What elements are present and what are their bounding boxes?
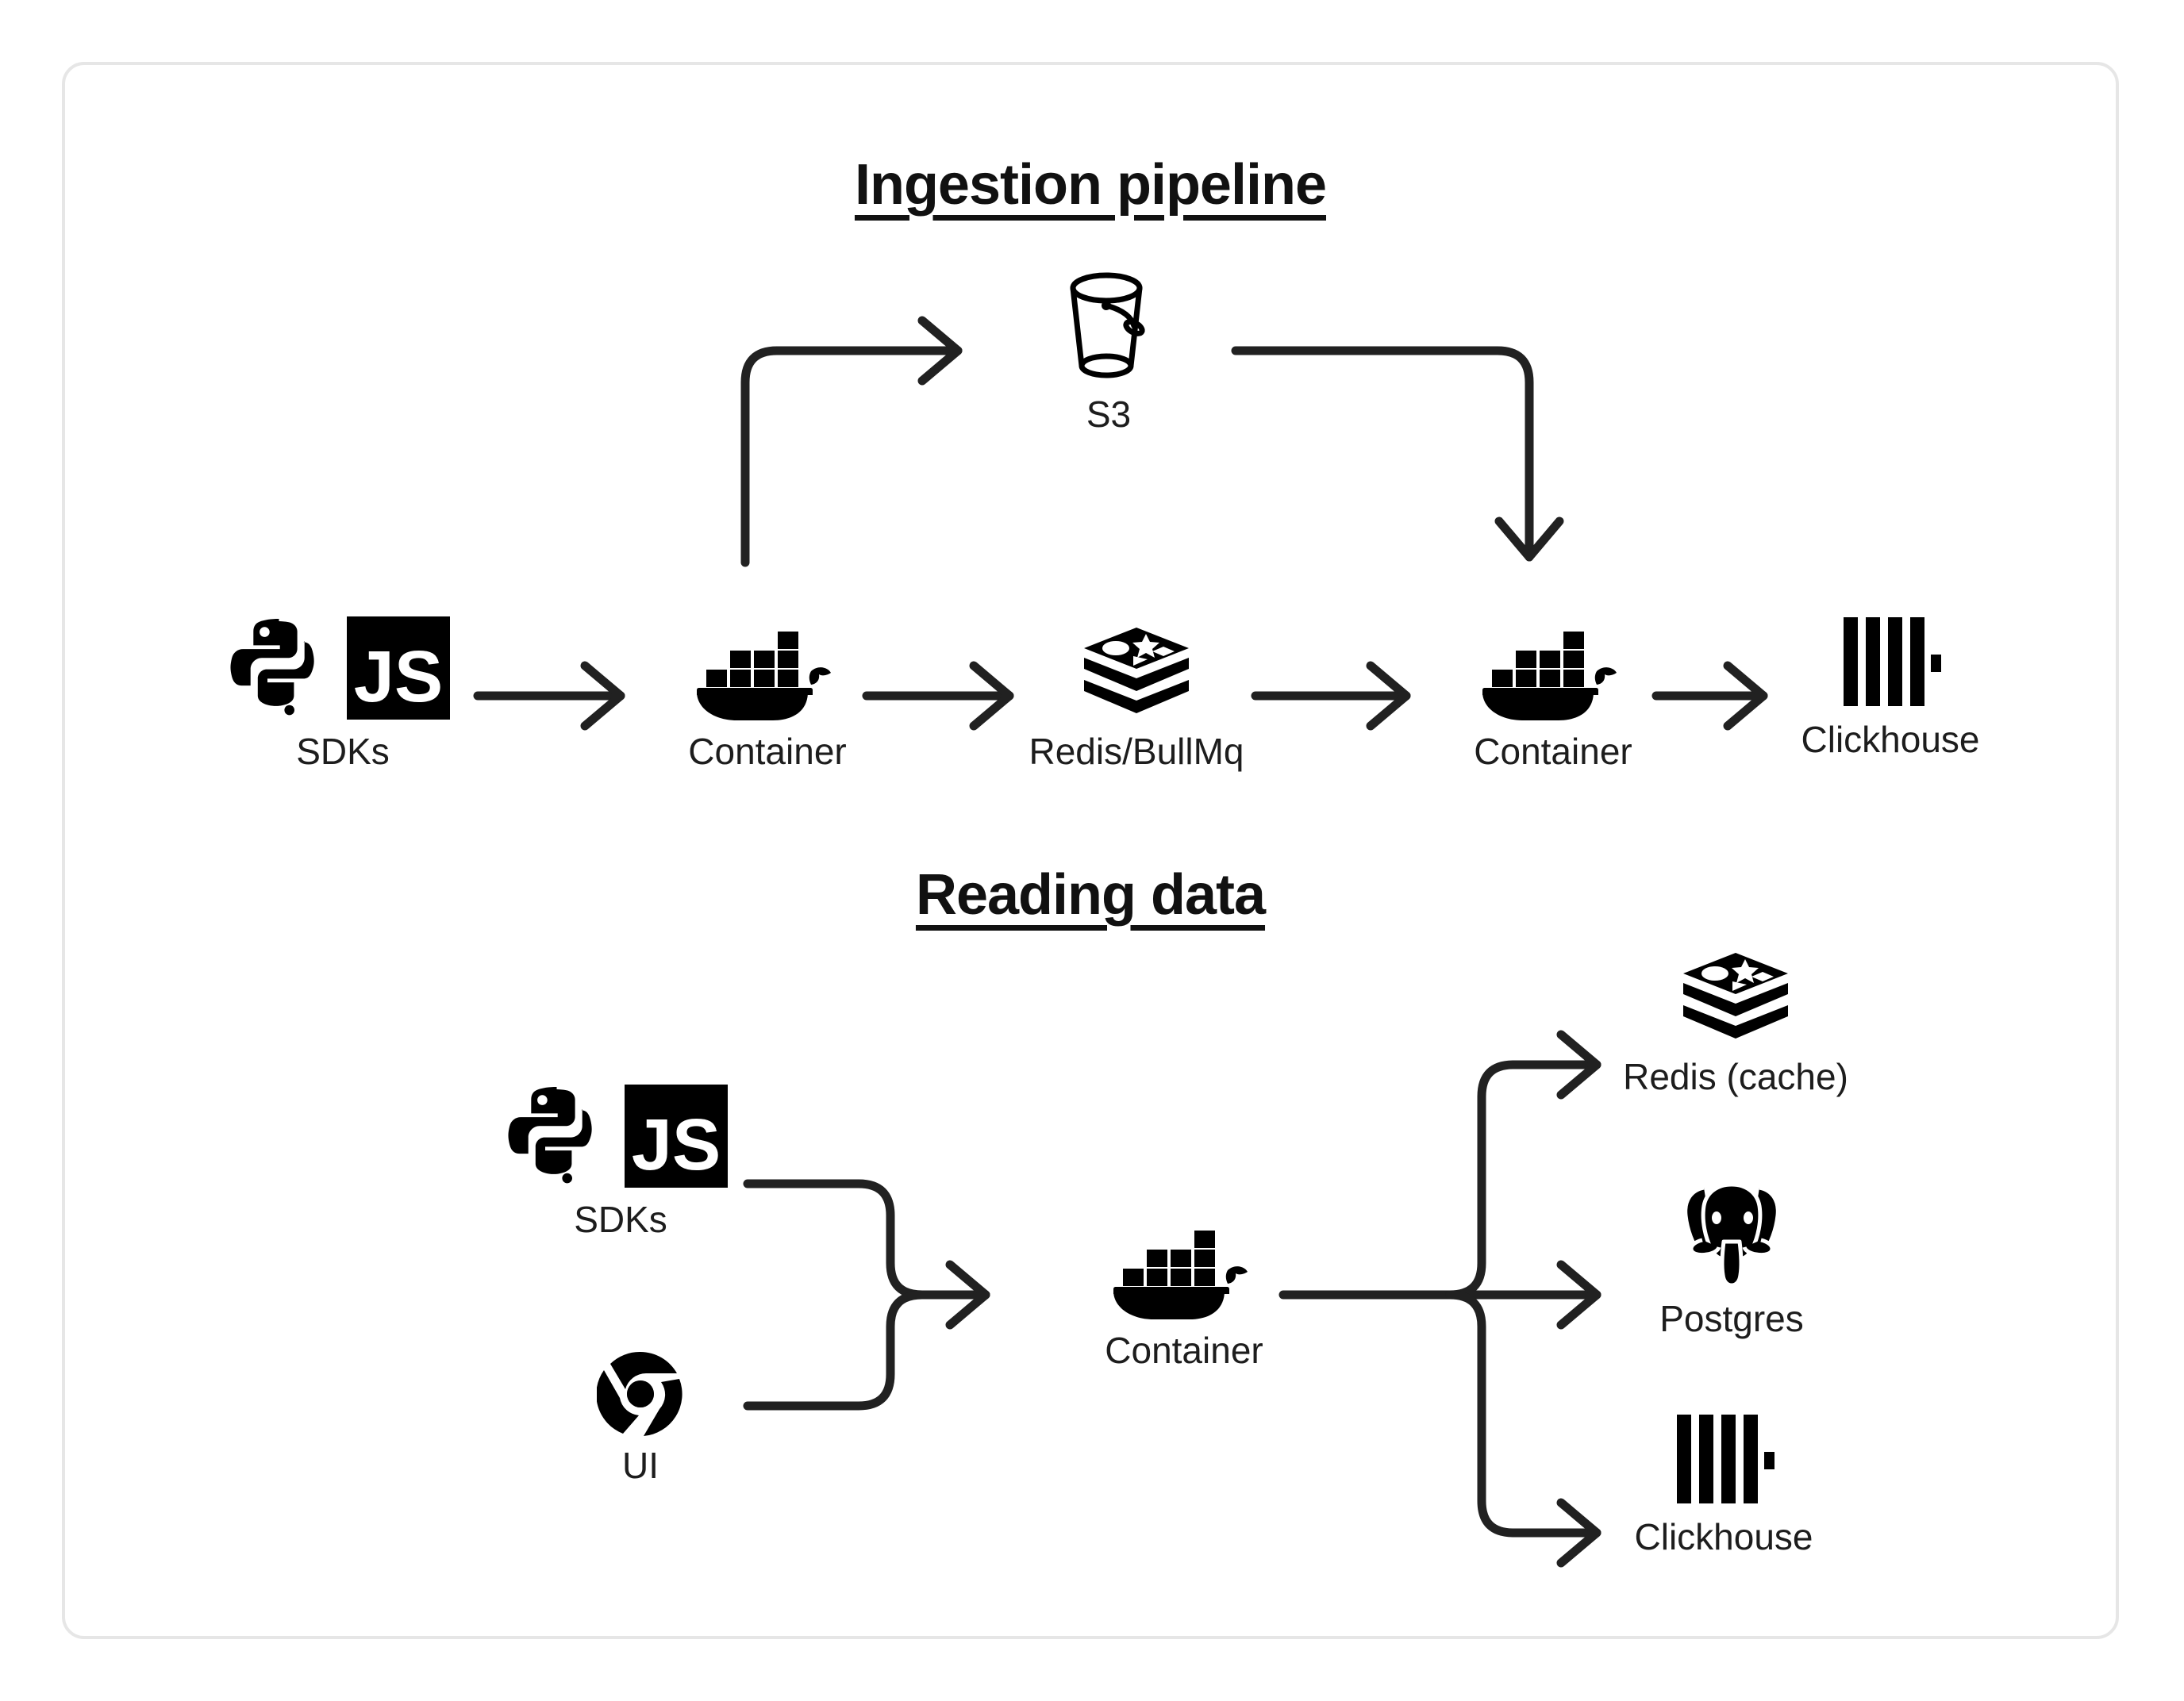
node-postgres[interactable]: Postgres [1625, 1180, 1839, 1339]
node-label-container-2: Container [1474, 731, 1632, 772]
edge-redis-to-container2-head [1366, 661, 1411, 731]
edge-split-to-clickhouse-head [1556, 1498, 1601, 1568]
docker-whale-icon [692, 620, 843, 724]
redis-stack-icon [1680, 950, 1791, 1049]
node-label-container-read: Container [1105, 1330, 1263, 1371]
python-js-sdk-icon: JS [224, 612, 462, 724]
docker-whale-icon [1109, 1219, 1259, 1323]
node-label-container-1: Container [688, 731, 847, 772]
edge-ui-merge [743, 1290, 990, 1411]
redis-stack-icon [1081, 624, 1192, 724]
edge-split-to-redis-cache-head [1556, 1030, 1601, 1100]
edge-container1-to-s3 [740, 346, 963, 567]
js-badge-label: JS [632, 1104, 721, 1185]
js-badge-label: JS [354, 636, 444, 717]
edge-s3-to-container2 [1231, 346, 1534, 562]
clickhouse-bars-icon [1839, 612, 1942, 712]
diagram-card: Ingestion pipeline Reading data [62, 62, 2119, 1639]
node-clickhouse[interactable]: Clickhouse [1771, 612, 2009, 760]
edge-container2-to-clickhouse-head [1723, 661, 1768, 731]
s3-bucket-icon [1057, 267, 1160, 386]
edge-sdks-read-merge [743, 1179, 990, 1300]
node-container-read[interactable]: Container [1085, 1219, 1283, 1371]
edge-s3-to-container2-head [1494, 516, 1564, 562]
section-title-reading: Reading data [915, 863, 1266, 927]
node-label-postgres: Postgres [1659, 1298, 1804, 1339]
node-label-redis-cache: Redis (cache) [1623, 1056, 1848, 1097]
node-label-clickhouse-read: Clickhouse [1634, 1516, 1813, 1557]
edge-sdks-to-container1-head [580, 661, 625, 731]
node-container-2[interactable]: Container [1454, 620, 1652, 772]
clickhouse-bars-icon [1672, 1410, 1775, 1509]
node-s3[interactable]: S3 [1029, 267, 1188, 435]
python-js-sdk-icon: JS [502, 1081, 740, 1192]
node-label-sdks-read: SDKs [574, 1199, 667, 1240]
edge-merge-arrow-head [945, 1260, 990, 1330]
section-title-ingestion: Ingestion pipeline [854, 153, 1327, 217]
node-clickhouse-read[interactable]: Clickhouse [1605, 1410, 1843, 1557]
docker-whale-icon [1478, 620, 1628, 724]
node-label-s3: S3 [1086, 394, 1132, 435]
node-label-sdks: SDKs [296, 731, 390, 772]
node-label-redis-bullmq: Redis/BullMq [1029, 731, 1244, 772]
node-redis-cache[interactable]: Redis (cache) [1601, 950, 1871, 1097]
node-container-1[interactable]: Container [668, 620, 867, 772]
node-label-ui: UI [622, 1445, 659, 1486]
edge-split-to-postgres-head [1556, 1260, 1601, 1330]
postgres-elephant-icon [1680, 1180, 1783, 1291]
node-redis-bullmq[interactable]: Redis/BullMq [1013, 624, 1259, 772]
node-ui[interactable]: UI [577, 1350, 704, 1486]
chrome-browser-icon [597, 1350, 684, 1438]
node-sdks[interactable]: JS SDKs [208, 612, 478, 772]
edge-container1-to-s3-head [917, 316, 963, 386]
node-sdks-read[interactable]: JS SDKs [486, 1081, 756, 1240]
edge-split-to-clickhouse [1445, 1290, 1601, 1538]
node-label-clickhouse: Clickhouse [1801, 719, 1980, 760]
edge-split-to-redis-cache [1445, 1060, 1601, 1300]
edge-container1-to-redis-head [969, 661, 1014, 731]
